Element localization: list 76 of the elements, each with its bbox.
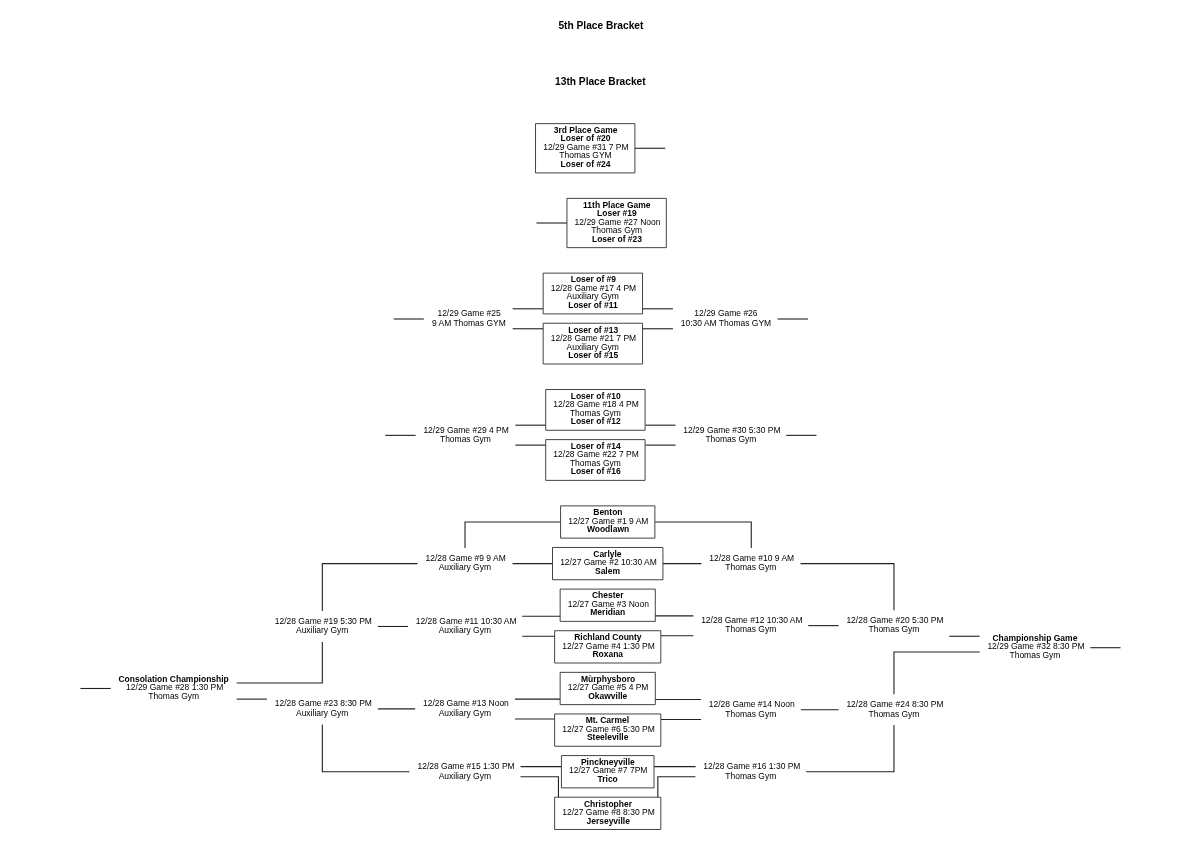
connector: [384, 434, 416, 436]
node-box: Benton 12/27 Game #1 9 AM Woodlawn: [559, 505, 655, 539]
node-text: 12/28 Game #12 10:30 AM Thomas Gym: [700, 615, 803, 635]
node-text: 12/28 Game #9 9 AM Auxiliary Gym: [425, 553, 506, 573]
node-text: 12/28 Game #15 1:30 PM Auxiliary Gym: [416, 761, 515, 781]
connector: [521, 615, 561, 617]
connector: [644, 444, 676, 446]
connector: [785, 434, 817, 436]
connector: [513, 698, 561, 700]
connector: [653, 766, 696, 768]
node-box: Loser of #13 12/28 Game #21 7 PM Auxiliary Gym Loser of #15: [542, 322, 643, 365]
connector: [519, 766, 562, 768]
connector: [321, 563, 418, 612]
node-box: Loser of #14 12/28 Game #22 7 PM Thomas Gym Loser of #16: [544, 439, 645, 481]
connector: [1089, 647, 1121, 649]
node-text: 12/28 Game #11 10:30 AM Auxiliary Gym: [415, 615, 517, 636]
label: 5th Place Bracket: [557, 19, 643, 31]
connector: [235, 641, 323, 684]
connector: [654, 699, 701, 701]
node-box: 11th Place Game Loser #19 12/29 Game #27 Noon Thomas Gym Loser of #23: [566, 197, 667, 249]
connector: [654, 521, 752, 549]
connector: [321, 723, 410, 773]
node-box: Richland County 12/27 Game #4 1:30 PM Roxana: [553, 630, 661, 664]
node-text: 12/29 Game #29 4 PM Thomas Gym: [422, 424, 509, 445]
connector: [948, 635, 980, 637]
node-text: 12/28 Game #24 8:30 PM Thomas Gym: [845, 699, 944, 719]
connector: [799, 563, 894, 611]
connector: [513, 718, 555, 720]
node-text: 12/29 Game #26 10:30 AM Thomas GYM: [680, 308, 771, 328]
node-text: 12/28 Game #23 8:30 PM Auxiliary Gym: [274, 698, 372, 718]
connector: [514, 424, 546, 426]
connector: [641, 308, 673, 310]
node-box: Loser of #10 12/28 Game #18 4 PM Thomas Gym Loser of #12: [544, 389, 645, 431]
node-text: 12/28 Game #19 5:30 PM Auxiliary Gym: [274, 615, 372, 636]
node-text: 12/28 Game #14 Noon Thomas Gym: [708, 699, 795, 719]
node-text: 12/29 Game #30 5:30 PM Thomas Gym: [682, 424, 780, 445]
connector: [799, 709, 839, 711]
connector: [656, 776, 696, 798]
connector: [807, 625, 839, 627]
node-text: 12/28 Game #16 1:30 PM Thomas Gym: [702, 761, 800, 781]
connector: [376, 708, 416, 710]
node-text: Championship Game 12/29 Game #32 8:30 PM Thomas Gym: [986, 632, 1085, 660]
node-box: 3rd Place Game Loser of #20 12/29 Game #31 7 PM Thomas GYM Loser of #24: [534, 123, 635, 174]
node-box: Carlyle 12/27 Game #2 10:30 AM Salem: [551, 547, 663, 581]
connector: [659, 718, 702, 721]
node-box: Loser of #9 12/28 Game #17 4 PM Auxiliary Gym Loser of #11: [542, 272, 643, 315]
node-text: 12/29 Game #25 9 AM Thomas GYM: [431, 308, 506, 328]
connector: [511, 563, 553, 565]
node-text: 12/28 Game #10 9 AM Thomas Gym: [708, 553, 794, 573]
node-box: Mùrphysboro 12/27 Game #5 4 PM Okawville: [559, 671, 656, 706]
connector: [535, 222, 567, 224]
connector: [659, 635, 694, 637]
node-box: Chester 12/27 Game #3 Noon Meridian: [559, 588, 656, 622]
connector: [521, 635, 555, 637]
connector: [376, 625, 408, 628]
connector: [511, 308, 544, 310]
connector: [511, 328, 544, 330]
node-box: Mt. Carmel 12/27 Game #6 5:30 PM Steeleville: [553, 713, 661, 747]
node-box: Christopher 12/27 Game #8 8:30 PM Jerseyville: [553, 796, 661, 830]
node-text: Consolation Championship 12/29 Game #28 1:30 PM Thomas Gym: [117, 673, 229, 701]
label: 13th Place Bracket: [554, 75, 646, 87]
connector: [892, 651, 980, 695]
connector: [463, 521, 561, 549]
connector: [79, 687, 111, 690]
connector: [633, 147, 666, 149]
connector: [514, 444, 546, 446]
connector: [662, 563, 702, 565]
connector: [519, 776, 559, 798]
node-text: 12/28 Game #20 5:30 PM Thomas Gym: [845, 615, 944, 635]
connector: [235, 698, 267, 700]
node-box: Pinckneyville 12/27 Game #7 7PM Trico: [560, 755, 654, 789]
connector: [641, 328, 673, 330]
node-text: 12/28 Game #13 Noon Auxiliary Gym: [422, 698, 509, 718]
connector: [805, 724, 894, 773]
connector: [654, 615, 694, 617]
connector: [644, 424, 676, 426]
